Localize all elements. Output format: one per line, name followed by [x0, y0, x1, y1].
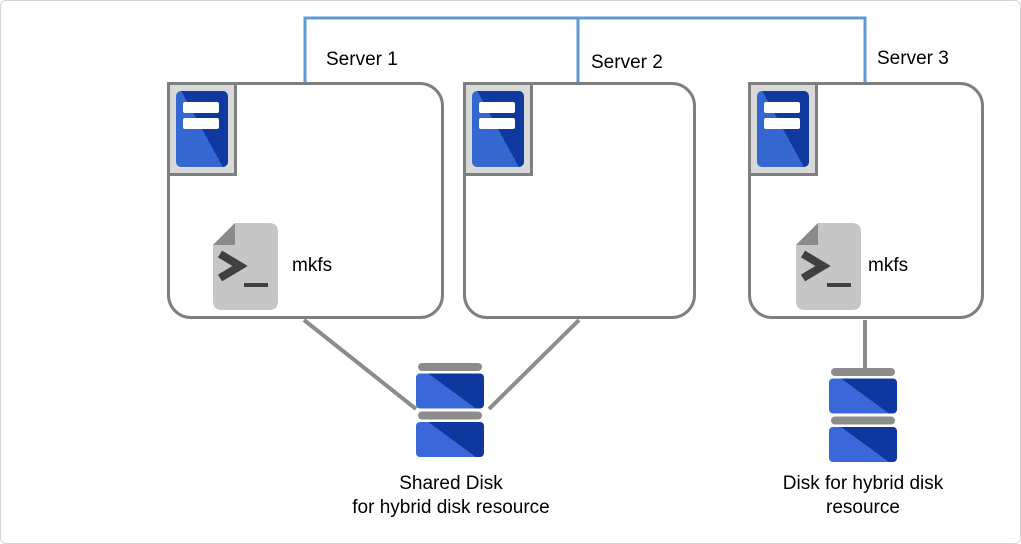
hybrid-disk-label-line1: Disk for hybrid disk: [782, 473, 944, 494]
hybrid-disk-icon: [829, 368, 897, 462]
mkfs-label: mkfs: [868, 255, 909, 276]
hybrid-disk-label: Disk for hybrid disk resource: [743, 472, 983, 520]
shell-script-icon: [213, 223, 278, 310]
server-tower-icon: [167, 82, 237, 176]
disk-connector-lines: [302, 318, 867, 411]
server-3-label: Server 3: [877, 48, 949, 69]
shared-disk-label: Shared Disk for hybrid disk resource: [301, 472, 601, 520]
server-1-label: Server 1: [326, 49, 398, 70]
server-2-label: Server 2: [591, 52, 663, 73]
hybrid-disk-label-line2: resource: [826, 497, 900, 518]
mkfs-label: mkfs: [292, 255, 333, 276]
server-2-box: [463, 82, 696, 319]
server-tower-icon: [748, 82, 818, 176]
shared-disk-icon: [416, 363, 484, 457]
shared-disk-label-line1: Shared Disk: [399, 473, 503, 494]
shared-disk-label-line2: for hybrid disk resource: [352, 497, 550, 518]
server-tower-icon: [463, 82, 533, 176]
shell-script-icon: [796, 223, 861, 310]
